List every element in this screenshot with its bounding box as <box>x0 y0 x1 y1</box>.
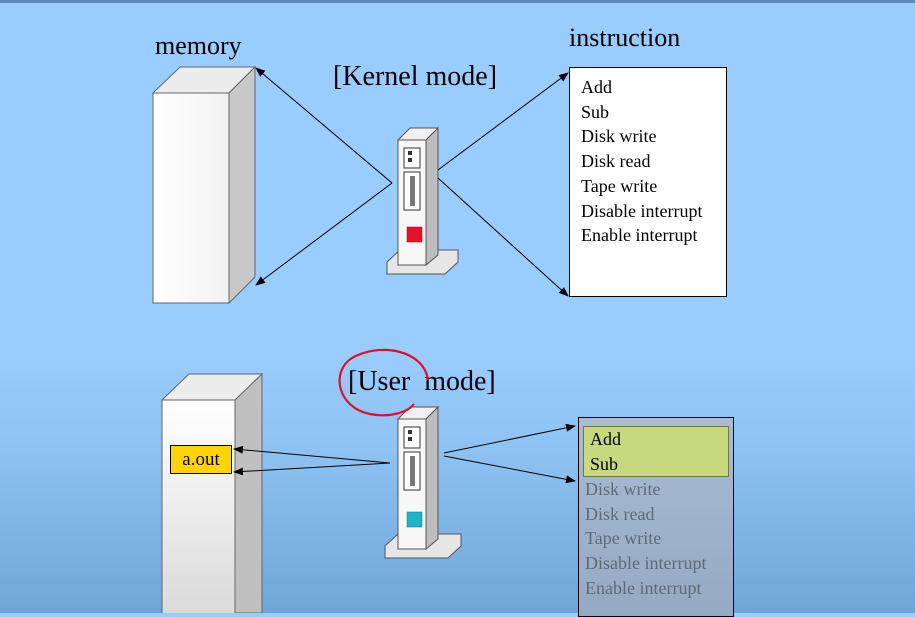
instruction-item: Tape write <box>581 175 658 196</box>
enabled-instruction-item: Sub <box>586 451 726 477</box>
instruction-item: Disable interrupt <box>581 200 703 221</box>
user-computer-tower <box>384 405 462 559</box>
disabled-instruction-item: Tape write <box>585 528 662 549</box>
instruction-item: Add <box>581 77 612 97</box>
kernel-arrows <box>255 67 569 297</box>
instruction-item: Enable interrupt <box>581 225 698 246</box>
disabled-instruction-item: Disk read <box>585 503 655 524</box>
disabled-instruction-item: Disable interrupt <box>585 552 707 573</box>
enabled-instruction-item: Add <box>586 427 726 452</box>
top-border <box>0 0 915 3</box>
user-memory-block <box>160 372 264 613</box>
kernel-mode-label: [Kernel mode] <box>333 61 498 92</box>
instruction-item: Disk read <box>581 151 651 172</box>
annotation-circle <box>338 348 430 417</box>
kernel-mode-indicator <box>406 226 423 243</box>
kernel-memory-block <box>151 65 257 305</box>
user-mode-label: [User mode] <box>348 366 496 397</box>
user-instruction-list: Add Sub Disk write Disk read Tape write … <box>578 417 734 617</box>
instruction-item: Disk write <box>581 126 657 147</box>
kernel-instruction-list: Add Sub Disk write Disk read Tape write … <box>569 67 727 297</box>
aout-program-block: a.out <box>170 445 232 474</box>
user-mode-indicator <box>406 511 423 528</box>
enabled-instructions: Add Sub <box>583 426 729 478</box>
memory-label: memory <box>155 31 242 60</box>
instruction-item: Sub <box>581 101 610 122</box>
disabled-instruction-item: Enable interrupt <box>585 577 702 598</box>
user-arrows <box>233 423 576 484</box>
disabled-instruction-item: Disk write <box>585 479 661 500</box>
kernel-computer-tower <box>386 126 459 275</box>
instruction-label: instruction <box>569 23 681 52</box>
